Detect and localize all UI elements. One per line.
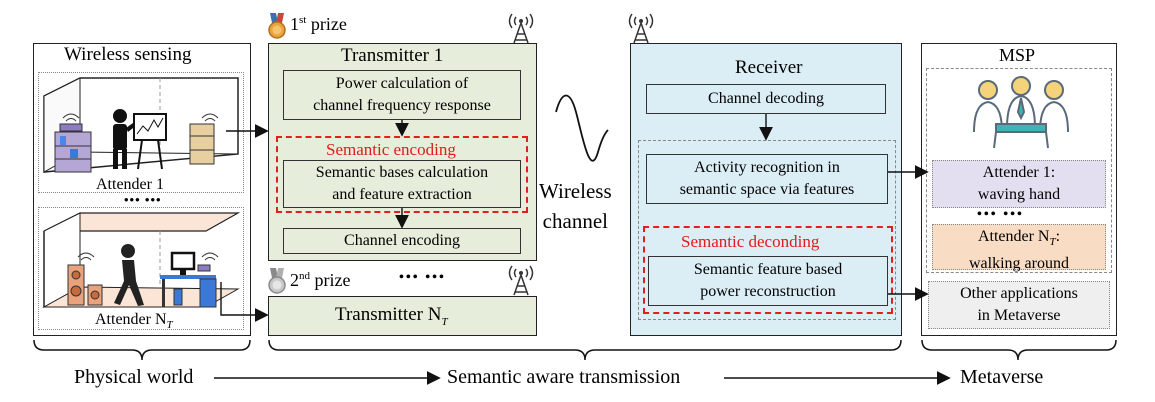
receiver-title: Receiver [735,57,803,78]
wave-icon [555,94,609,162]
room-1-illustration [43,77,239,173]
msp-title: MSP [999,45,1036,65]
physical-world-label: Physical world [74,366,194,388]
shelf-icon [54,131,92,173]
person-walking-icon [114,244,144,306]
second-prize-label: 2nd prize [290,270,351,290]
msp-ellipsis: ••• ••• [977,207,1024,222]
meeting-people-icon [973,76,1069,149]
first-prize-label: 1st prize [290,14,347,34]
physical-world-panel [33,43,251,336]
semantic-decoding-frame [643,226,893,314]
cabinet-icon [189,113,219,165]
room-n-frame [38,207,244,330]
transmitter-n-panel [268,296,537,336]
room-n-illustration [42,212,241,308]
semantic-aware-transmission-label: Semantic aware transmission [447,366,681,388]
silver-medal-icon [268,268,286,294]
room-1-frame [38,72,244,193]
antenna-icon-rx [628,13,654,44]
semantic-decoding-label: Semantic deconding [681,232,820,251]
antenna-icon-tx1 [508,13,534,44]
attender-1-status-box: Attender 1:waving hand [932,160,1106,208]
attender-n-label: Attender NT [95,311,173,332]
attender-1-label: Attender 1 [96,176,164,193]
attender-ellipsis: ••• ••• [124,192,162,207]
semantic-encoding-label: Semantic encoding [326,140,456,159]
channel-decoding-box: Channel decoding [646,84,886,114]
msp-panel [921,43,1117,336]
router-icon [59,113,83,132]
gold-medal-icon [268,13,286,39]
computer-desk-icon [160,251,219,308]
transmitter-n-label: Transmitter NT [335,304,448,328]
metaverse-label: Metaverse [960,366,1044,388]
chart-board-icon [133,113,167,170]
person-waving-icon [113,109,142,169]
speaker-icon [67,252,103,306]
wireless-sensing-title: Wireless sensing [64,44,192,65]
attender-n-status-box: Attender NT: walking around [932,224,1106,272]
transmitter-1-title: Transmitter 1 [341,45,444,66]
transmitter-ellipsis: ••• ••• [399,270,446,285]
antenna-icon-txn [508,265,534,296]
